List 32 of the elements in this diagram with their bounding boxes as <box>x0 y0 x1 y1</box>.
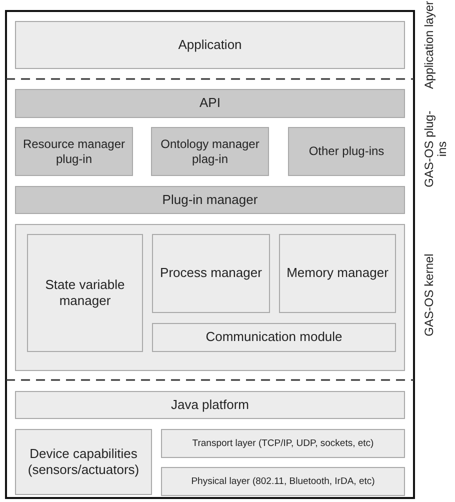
layer-box <box>15 186 405 214</box>
box-label: Transport layer (TCP/IP, UDP, sockets, etc) <box>191 438 375 450</box>
box-label: API <box>198 95 222 112</box>
layer-label: GAS-OS kernel <box>423 252 437 338</box>
box-label: Process manager <box>159 265 263 282</box>
layer-box <box>152 234 270 313</box>
layer-box <box>288 127 405 176</box>
box-label: Plug-in manager <box>161 192 259 208</box>
layer-panel <box>15 224 405 371</box>
layer-box <box>15 429 152 495</box>
layer-box <box>15 21 405 69</box>
box-label: Other plug-ins <box>308 144 386 159</box>
box-label: Ontology manager plag-in <box>160 136 260 166</box>
box-label: Device capabilities (sensors/actuators) <box>26 446 140 478</box>
layer-box <box>15 391 405 419</box>
layer-box <box>15 89 405 118</box>
layer-box <box>27 234 143 352</box>
layer-box <box>152 323 396 352</box>
layer-label: Application layer <box>423 0 437 90</box>
layer-box <box>279 234 396 313</box>
box-label: Physical layer (802.11, Bluetooth, IrDA, etc) <box>190 476 376 488</box>
box-label: State variable manager <box>44 276 126 310</box>
layer-box <box>15 127 133 176</box>
box-label: Java platform <box>170 396 250 414</box>
layer-label: GAS-OS plug-ins <box>423 110 450 190</box>
box-label: Communication module <box>204 329 344 346</box>
layer-box <box>161 467 405 496</box>
box-label: Memory manager <box>286 265 390 282</box>
layer-box <box>151 127 269 176</box>
box-label: Application <box>177 36 243 54</box>
layer-box <box>161 429 405 458</box>
box-label: Resource manager plug-in <box>22 136 126 166</box>
